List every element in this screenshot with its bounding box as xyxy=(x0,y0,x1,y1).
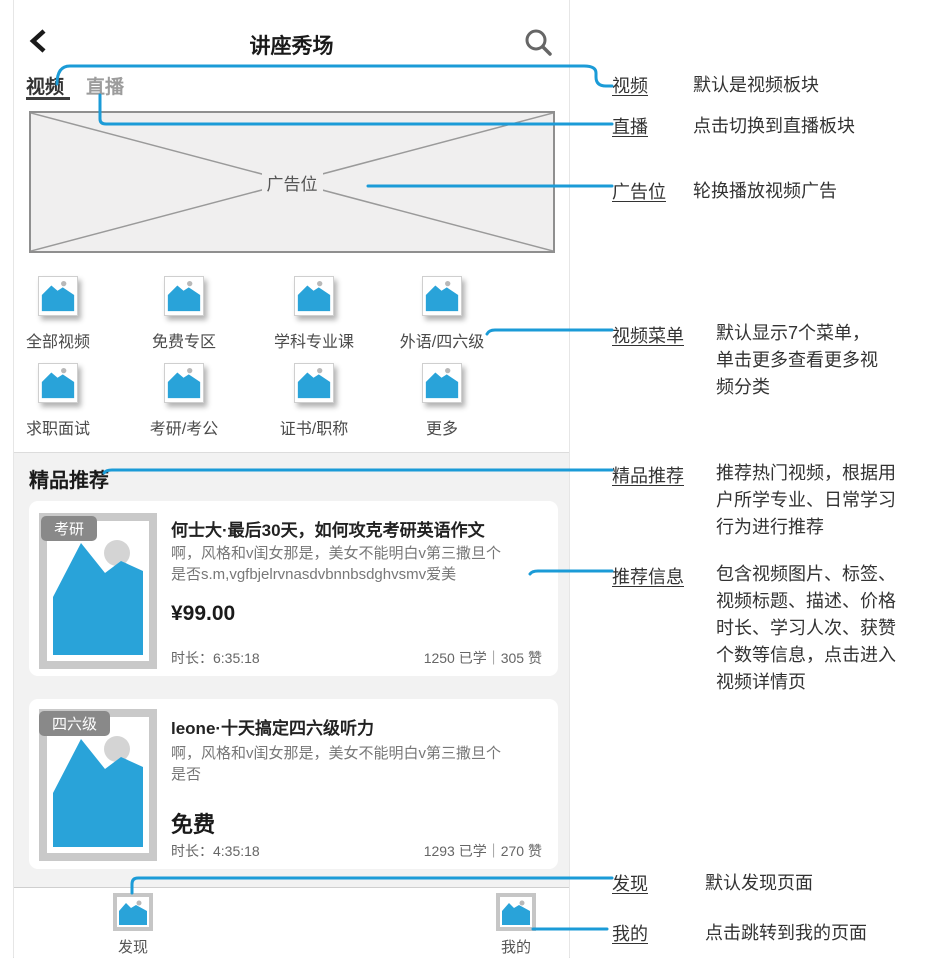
image-placeholder-icon xyxy=(164,276,204,316)
image-placeholder-icon xyxy=(294,276,334,316)
video-stats: 1250 已学｜305 赞 xyxy=(423,650,542,666)
menu-item-subject-courses[interactable]: 学科专业课 xyxy=(254,276,374,352)
tabbar-label: 发现 xyxy=(117,939,148,956)
annotation-desc-ad: 轮换播放视频广告 xyxy=(693,181,837,201)
video-price: ¥99.00 xyxy=(171,602,236,625)
menu-item-certificates[interactable]: 证书/职称 xyxy=(254,363,374,439)
menu-item-free-zone[interactable]: 免费专区 xyxy=(124,276,244,352)
annotation-label-rec-info: 推荐信息 xyxy=(612,567,684,587)
annotation-desc-mine: 点击跳转到我的页面 xyxy=(705,923,867,943)
image-placeholder-icon xyxy=(422,276,462,316)
annotation-desc-recommended: 推荐热门视频，根据用 户所学专业、日常学习 行为进行推荐 xyxy=(716,463,896,537)
top-bar: 讲座秀场 xyxy=(14,0,569,66)
video-description: 啊，风格和v闺女那是，美女不能明白v第三撒旦个是否s.m,vgfbjelrvna… xyxy=(171,545,502,583)
annotation-desc-discover: 默认发现页面 xyxy=(705,873,813,893)
image-placeholder-icon xyxy=(38,276,78,316)
ad-banner[interactable]: 广告位 xyxy=(29,111,555,253)
video-price: 免费 xyxy=(171,812,216,837)
image-placeholder-icon xyxy=(113,893,153,931)
annotation-desc-video: 默认是视频板块 xyxy=(693,75,819,95)
video-duration: 时长：4:35:18 xyxy=(171,843,260,859)
image-placeholder-icon xyxy=(496,893,536,931)
video-card[interactable]: 四六级 leone·十天搞定四六级听力 啊，风格和v闺女那是，美女不能明白v第三… xyxy=(29,699,558,869)
image-placeholder-icon xyxy=(38,363,78,403)
video-stats: 1293 已学｜270 赞 xyxy=(423,843,542,859)
video-meta-row: 时长：4:35:18 1293 已学｜270 赞 xyxy=(171,841,542,861)
menu-item-job-interview[interactable]: 求职面试 xyxy=(0,363,118,439)
video-description: 啊，风格和v闺女那是，美女不能明白v第三撒旦个是否 xyxy=(171,745,502,783)
bottom-tab-bar: 发现 我的 xyxy=(14,887,569,958)
ad-placeholder-label: 广告位 xyxy=(31,113,553,251)
annotation-desc-video-menu: 默认显示7个菜单， 单击更多查看更多视 频分类 xyxy=(716,323,878,397)
tab-live[interactable]: 直播 xyxy=(86,77,125,98)
annotation-label-video-menu: 视频菜单 xyxy=(612,326,684,346)
video-title: 何士大·最后30天，如何攻克考研英语作文 xyxy=(171,521,485,540)
tabbar-item-mine[interactable]: 我的 xyxy=(466,893,566,957)
menu-item-all-videos[interactable]: 全部视频 xyxy=(0,276,118,352)
annotation-label-recommended: 精品推荐 xyxy=(612,466,684,486)
video-meta-row: 时长：6:35:18 1250 已学｜305 赞 xyxy=(171,648,542,668)
annotation-desc-rec-info: 包含视频图片、标签、 视频标题、描述、价格 时长、学习人次、获赞 个数等信息，点… xyxy=(716,564,896,692)
annotation-label-live: 直播 xyxy=(612,117,648,137)
video-duration: 时长：6:35:18 xyxy=(171,650,260,666)
section-header: 精品推荐 xyxy=(29,470,109,492)
back-icon[interactable] xyxy=(28,28,48,54)
search-icon[interactable] xyxy=(523,27,553,57)
video-card[interactable]: 考研 何士大·最后30天，如何攻克考研英语作文 啊，风格和v闺女那是，美女不能明… xyxy=(29,501,558,676)
menu-item-more[interactable]: 更多 xyxy=(382,363,502,439)
tabbar-item-discover[interactable]: 发现 xyxy=(83,893,183,957)
video-tag-badge: 考研 xyxy=(41,516,98,541)
tabbar-label: 我的 xyxy=(500,939,531,956)
page-title: 讲座秀场 xyxy=(249,35,334,58)
annotation-label-mine: 我的 xyxy=(612,924,648,944)
recommended-section: 精品推荐 考研 何士大·最后30天，如何攻克考研英语作文 啊，风格和v闺女那是，… xyxy=(14,452,569,887)
annotation-label-discover: 发现 xyxy=(612,874,648,894)
image-placeholder-icon xyxy=(422,363,462,403)
active-tab-underline xyxy=(26,97,70,100)
tab-video[interactable]: 视频 xyxy=(26,77,65,98)
video-title: leone·十天搞定四六级听力 xyxy=(171,719,375,738)
menu-item-foreign-language[interactable]: 外语/四六级 xyxy=(382,276,502,352)
phone-screen: 讲座秀场 视频 直播 广告位 全部视频 xyxy=(13,0,570,958)
annotation-label-ad: 广告位 xyxy=(612,182,666,202)
image-placeholder-icon xyxy=(164,363,204,403)
menu-item-kaoyan-kaogong[interactable]: 考研/考公 xyxy=(124,363,244,439)
video-tag-badge: 四六级 xyxy=(39,711,111,736)
image-placeholder-icon xyxy=(294,363,334,403)
annotation-label-video: 视频 xyxy=(612,76,648,96)
annotation-desc-live: 点击切换到直播板块 xyxy=(693,116,855,136)
